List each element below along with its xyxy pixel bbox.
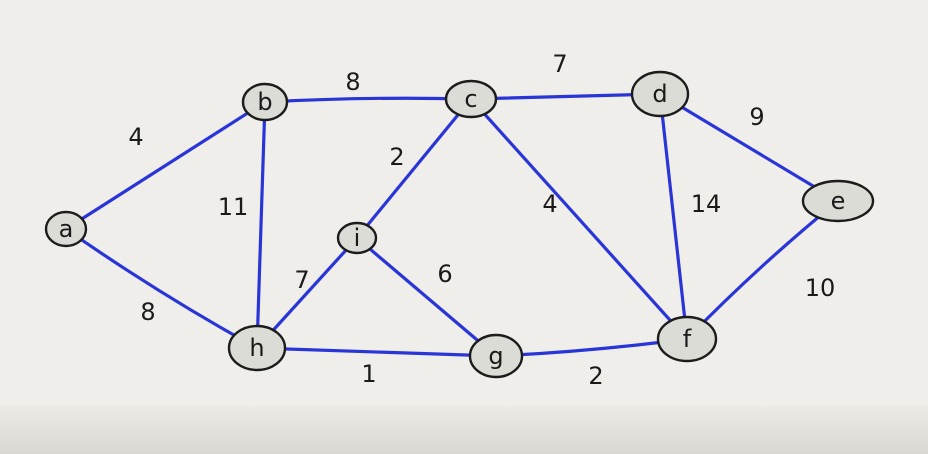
- edge-a-b: [64, 100, 267, 231]
- node-a-circle: [44, 210, 88, 248]
- node-d-label: d: [652, 80, 667, 108]
- node-e: e: [801, 179, 875, 223]
- edge-e-f: [685, 199, 840, 341]
- edge-weight-b-h: 11: [218, 193, 249, 221]
- edge-weight-b-c: 8: [345, 68, 360, 96]
- edge-weight-i-g: 6: [437, 260, 452, 288]
- edge-h-g: [255, 346, 498, 358]
- node-c-label: c: [464, 85, 477, 113]
- node-e-circle: [801, 179, 875, 223]
- edge-weight-c-f: 4: [542, 190, 557, 218]
- node-d: d: [630, 70, 690, 118]
- node-i-label: i: [354, 224, 361, 252]
- edge-weight-d-e: 9: [749, 103, 764, 131]
- node-b: b: [241, 82, 289, 122]
- edge-weight-c-i: 2: [389, 143, 404, 171]
- edge-weight-d-f: 14: [691, 190, 722, 218]
- node-i: i: [336, 221, 378, 255]
- node-g: g: [468, 333, 524, 379]
- node-i-circle: [336, 221, 378, 255]
- node-c: c: [444, 79, 498, 119]
- node-f-label: f: [683, 325, 692, 353]
- node-h-label: h: [249, 334, 264, 362]
- edge-i-g: [355, 236, 498, 358]
- edge-d-f: [658, 92, 689, 341]
- node-h: h: [227, 324, 287, 372]
- node-f-circle: [656, 315, 718, 363]
- edge-weight-h-g: 1: [361, 360, 376, 388]
- edge-weight-e-f: 10: [805, 274, 836, 302]
- node-e-label: e: [831, 187, 846, 215]
- edge-weight-c-d: 7: [552, 50, 567, 78]
- edge-weight-a-h: 8: [140, 298, 155, 326]
- node-h-circle: [227, 324, 287, 372]
- edge-weight-h-i: 7: [294, 266, 309, 294]
- edges-layer: [64, 92, 840, 358]
- node-a: a: [44, 210, 88, 248]
- node-g-label: g: [488, 342, 503, 370]
- edge-weight-a-b: 4: [128, 123, 143, 151]
- edge-b-c: [263, 96, 473, 104]
- node-b-circle: [241, 82, 289, 122]
- node-g-circle: [468, 333, 524, 379]
- footer-strip: [0, 406, 928, 454]
- node-a-label: a: [59, 215, 74, 243]
- node-f: f: [656, 315, 718, 363]
- node-c-circle: [444, 79, 498, 119]
- node-d-circle: [630, 70, 690, 118]
- edge-weight-g-f: 2: [588, 362, 603, 390]
- weights-layer: 4 8 8 11 7 2 4 9 14 10 7 6 1 2: [128, 50, 835, 390]
- nodes-layer: a b c d e f g h i: [44, 70, 875, 379]
- edge-c-f: [469, 97, 689, 341]
- edge-b-h: [255, 100, 267, 350]
- edge-a-h: [64, 227, 259, 350]
- edge-c-i: [355, 97, 473, 240]
- node-b-label: b: [257, 88, 272, 116]
